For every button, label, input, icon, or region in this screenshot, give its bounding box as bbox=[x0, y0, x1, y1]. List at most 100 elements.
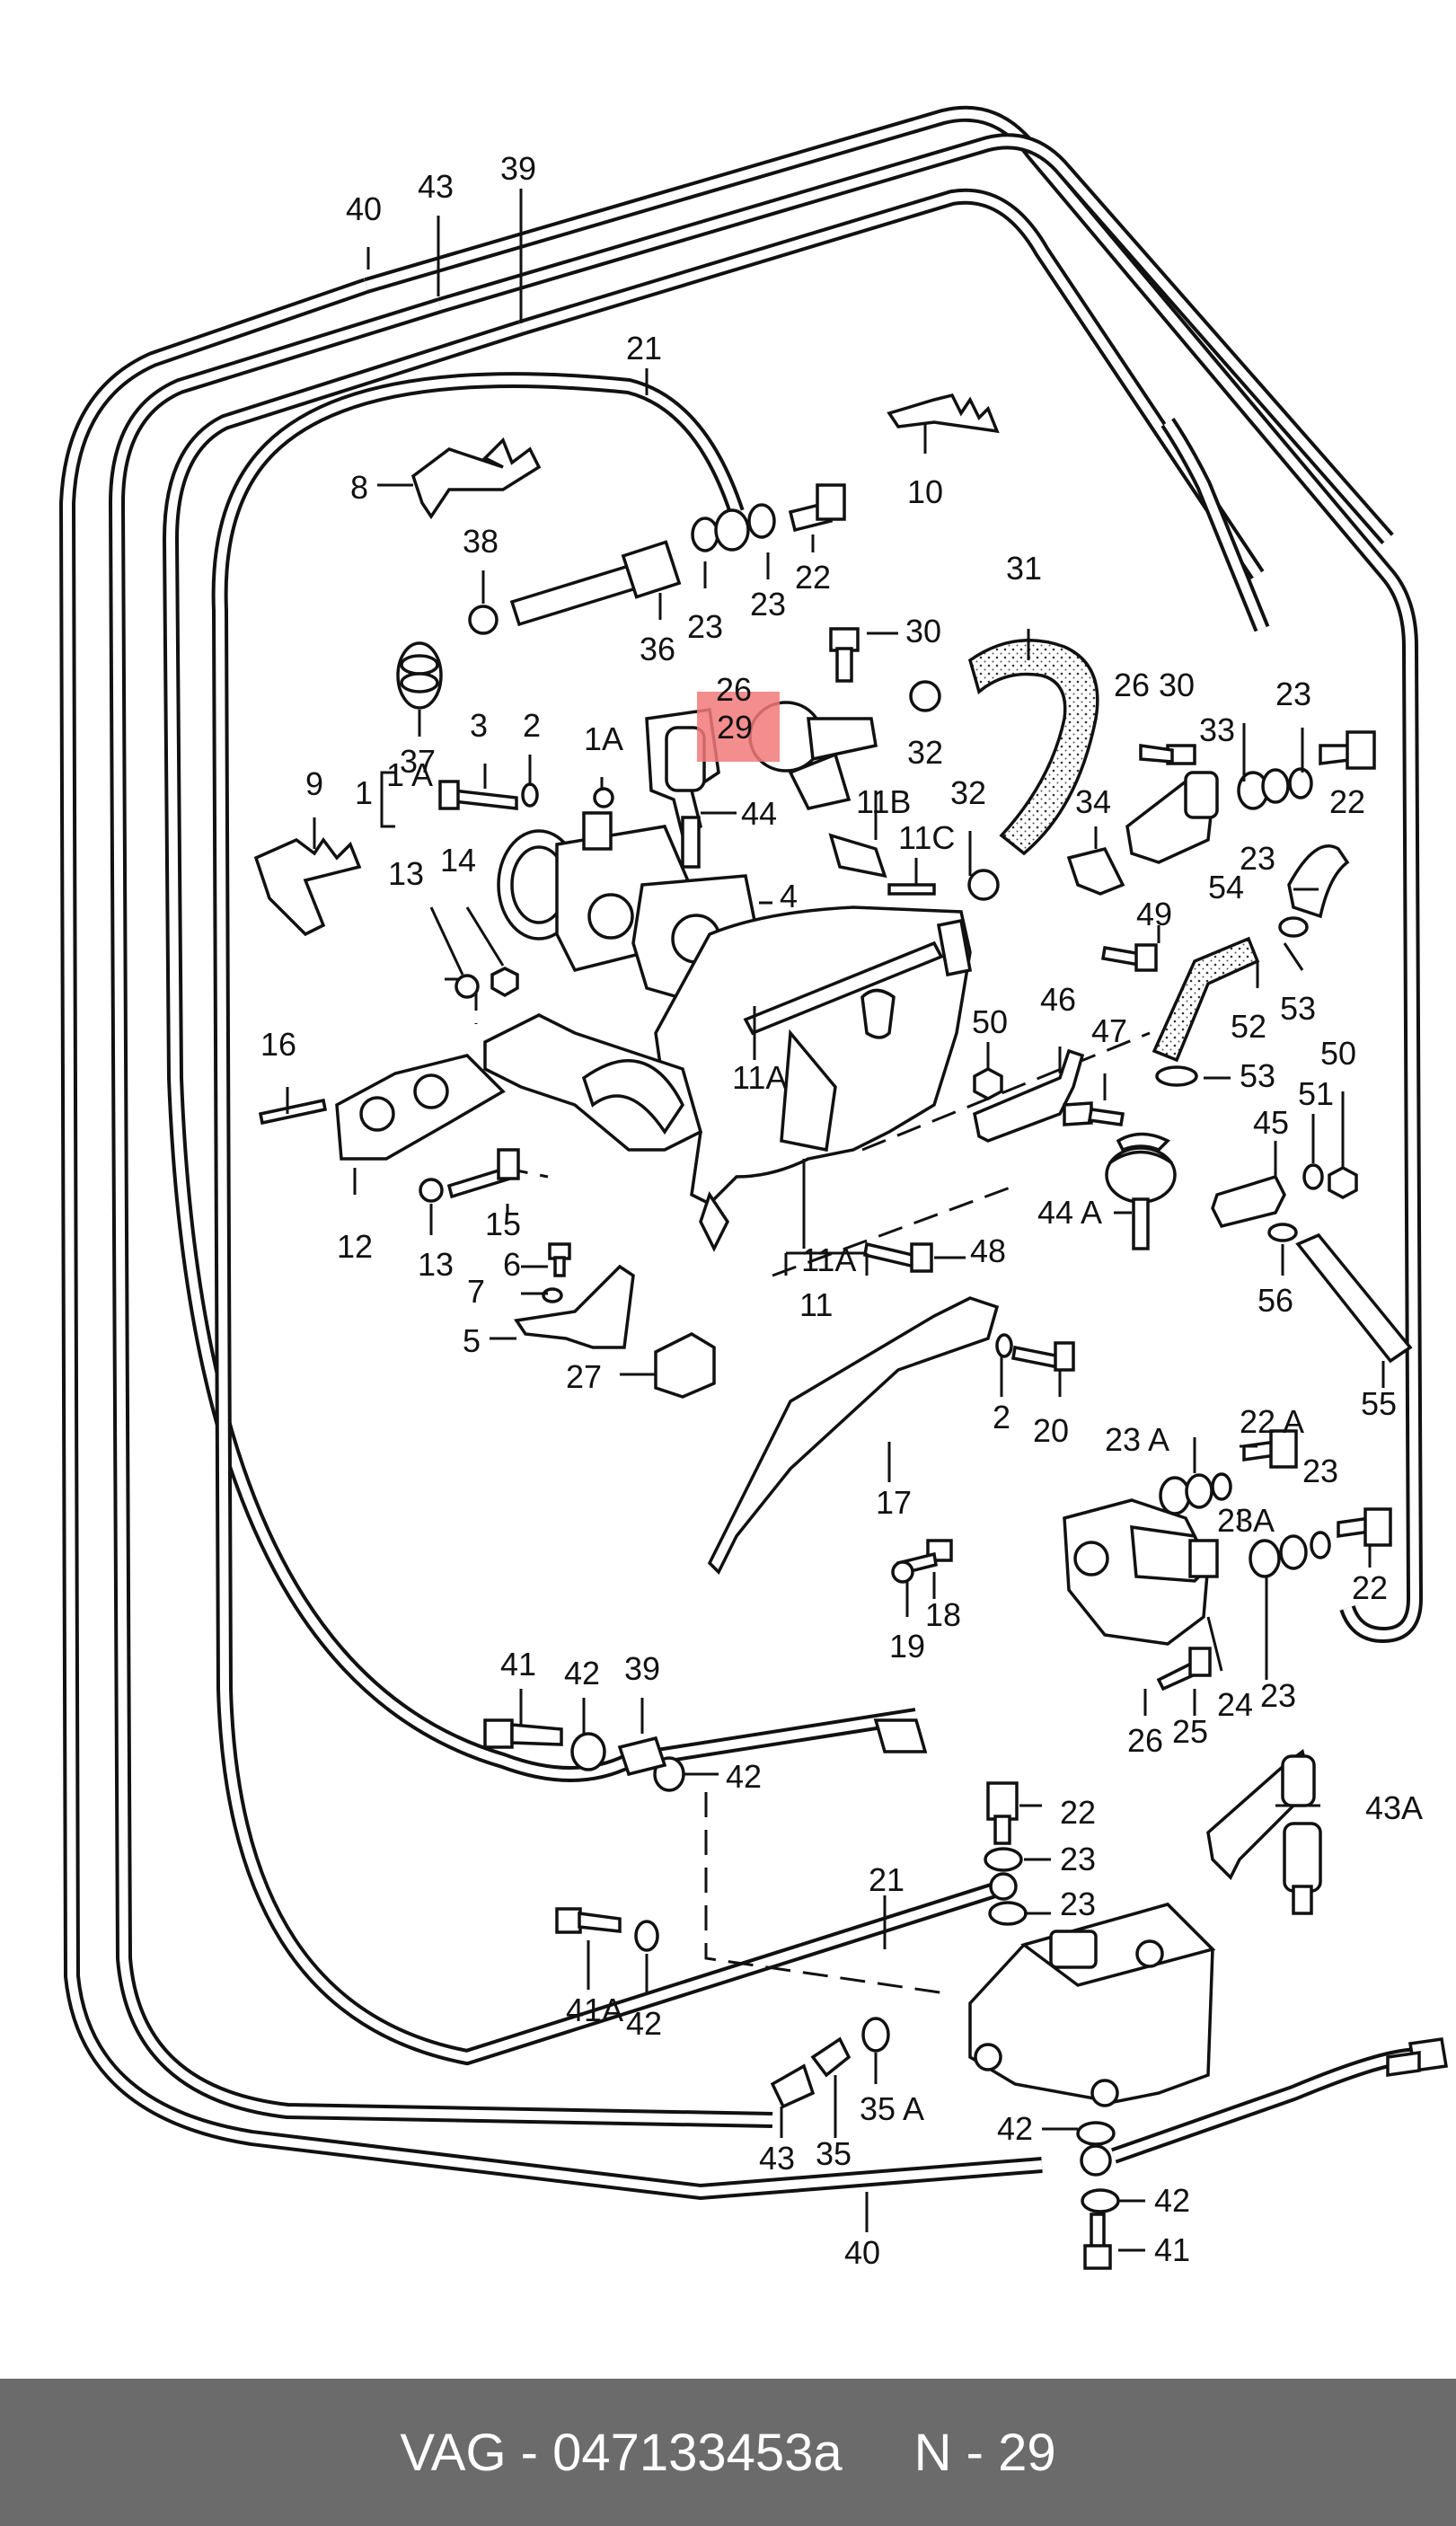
label-56: 56 bbox=[1257, 1282, 1293, 1319]
label-23-h: 23 bbox=[1060, 1886, 1096, 1922]
screw-15 bbox=[419, 1148, 520, 1203]
label-6: 6 bbox=[503, 1246, 521, 1283]
gasket-12 bbox=[335, 1054, 506, 1161]
bracket-9 bbox=[253, 836, 362, 937]
label-40-top: 40 bbox=[346, 190, 382, 227]
label-41-b: 41 bbox=[1154, 2231, 1190, 2268]
screw-25 bbox=[1156, 1647, 1212, 1691]
label-32-b: 32 bbox=[950, 774, 986, 811]
label-7: 7 bbox=[467, 1273, 485, 1310]
label-55: 55 bbox=[1361, 1385, 1397, 1422]
label-5: 5 bbox=[463, 1322, 481, 1359]
label-47: 47 bbox=[1091, 1012, 1127, 1049]
label-2-a: 2 bbox=[523, 707, 541, 744]
label-3: 3 bbox=[470, 707, 488, 744]
bracket-5 bbox=[514, 1264, 635, 1349]
screw-3 bbox=[438, 780, 518, 810]
screw-30-right bbox=[1139, 743, 1196, 765]
hose-40 bbox=[58, 105, 1424, 2201]
footer-part-number: VAG - 047133453a bbox=[400, 2423, 843, 2482]
bracket-10 bbox=[887, 393, 1000, 434]
label-51: 51 bbox=[1298, 1075, 1334, 1112]
parts-diagram: 40 43 39 21 8 10 38 23 23 22 36 37 30 31… bbox=[58, 105, 1449, 2271]
label-30-b: 30 bbox=[1159, 667, 1195, 703]
label-23-a: 23 bbox=[687, 608, 723, 645]
label-19: 19 bbox=[889, 1628, 925, 1665]
label-43a: 43A bbox=[1365, 1789, 1423, 1826]
label-53-a: 53 bbox=[1280, 990, 1316, 1027]
fitting-43-lower bbox=[770, 2017, 890, 2109]
label-44: 44 bbox=[741, 795, 777, 832]
label-39-top: 39 bbox=[500, 150, 536, 187]
label-45: 45 bbox=[1253, 1104, 1289, 1141]
hose-39 bbox=[162, 188, 1265, 1782]
label-24: 24 bbox=[1217, 1686, 1253, 1723]
label-14: 14 bbox=[440, 842, 476, 879]
banjo-41a bbox=[555, 1907, 659, 1952]
label-25: 25 bbox=[1172, 1713, 1208, 1750]
callout-labels: 40 43 39 21 8 10 38 23 23 22 36 37 30 31… bbox=[260, 150, 1423, 2271]
label-52: 52 bbox=[1231, 1008, 1266, 1045]
label-22-top: 22 bbox=[795, 559, 831, 596]
regulator-44a bbox=[1105, 1132, 1177, 1250]
distributor-block bbox=[968, 1903, 1216, 2107]
label-48: 48 bbox=[970, 1232, 1006, 1269]
label-29: 29 bbox=[717, 709, 753, 746]
label-21-b: 21 bbox=[869, 1861, 904, 1898]
label-17: 17 bbox=[876, 1484, 912, 1521]
footer-position: N - 29 bbox=[913, 2423, 1056, 2482]
label-44a: 44 A bbox=[1037, 1194, 1102, 1231]
label-11a-a: 11A bbox=[732, 1059, 787, 1096]
label-23-d: 23 bbox=[1240, 840, 1275, 877]
label-42-d: 42 bbox=[997, 2110, 1033, 2147]
label-15: 15 bbox=[485, 1206, 521, 1242]
label-54: 54 bbox=[1208, 869, 1244, 905]
hardware-11b bbox=[828, 833, 936, 896]
bracket-8 bbox=[410, 437, 542, 520]
screw-30 bbox=[829, 627, 860, 683]
label-42-e: 42 bbox=[1154, 2182, 1190, 2219]
screw-49 bbox=[1100, 943, 1158, 972]
label-26-b: 26 bbox=[1114, 667, 1150, 703]
label-11: 11 bbox=[799, 1286, 833, 1323]
label-33: 33 bbox=[1199, 711, 1235, 748]
nut-50-a bbox=[973, 1067, 1003, 1100]
label-2-b: 2 bbox=[993, 1399, 1010, 1435]
label-13-a: 13 bbox=[388, 855, 424, 892]
label-9: 9 bbox=[305, 765, 323, 802]
label-22-c: 22 bbox=[1352, 1569, 1388, 1606]
label-42-c: 42 bbox=[626, 2005, 662, 2042]
label-41-a: 41 bbox=[500, 1646, 536, 1683]
label-23-e: 23 bbox=[1302, 1453, 1338, 1489]
label-1a-a: 1A bbox=[584, 720, 623, 757]
label-23-g: 23 bbox=[1060, 1841, 1096, 1877]
footer-bar: VAG - 047133453a N - 29 bbox=[0, 2379, 1456, 2526]
label-16: 16 bbox=[260, 1026, 296, 1063]
intake-manifold-11a bbox=[654, 905, 973, 1252]
label-49: 49 bbox=[1136, 896, 1172, 932]
label-10: 10 bbox=[907, 473, 943, 510]
screw-20 bbox=[995, 1333, 1075, 1372]
leader-lines bbox=[286, 189, 1385, 2252]
label-22-b: 22 bbox=[1329, 783, 1365, 820]
label-42-a: 42 bbox=[564, 1655, 600, 1691]
washers-23a bbox=[1159, 1429, 1392, 1578]
hose-31 bbox=[967, 638, 1099, 856]
label-23a-b: 23A bbox=[1217, 1502, 1275, 1539]
label-30: 30 bbox=[905, 613, 941, 649]
label-26-c: 26 bbox=[1127, 1722, 1163, 1759]
label-35a: 35 A bbox=[860, 2090, 924, 2127]
label-11c: 11C bbox=[898, 819, 955, 856]
hose-end-right bbox=[1386, 2037, 1449, 2078]
label-12: 12 bbox=[337, 1228, 373, 1265]
label-42-b: 42 bbox=[726, 1758, 762, 1795]
label-41a: 41A bbox=[566, 1992, 623, 2028]
stud-16 bbox=[258, 1098, 328, 1126]
label-8: 8 bbox=[350, 469, 368, 506]
hose-55 bbox=[1267, 1223, 1413, 1364]
bracket-45 bbox=[1211, 1174, 1286, 1229]
washer-51 bbox=[1302, 1163, 1358, 1199]
label-34: 34 bbox=[1075, 783, 1111, 820]
banjo-bolt-41-lower bbox=[1076, 2121, 1120, 2270]
bracket-46 bbox=[973, 1048, 1085, 1143]
